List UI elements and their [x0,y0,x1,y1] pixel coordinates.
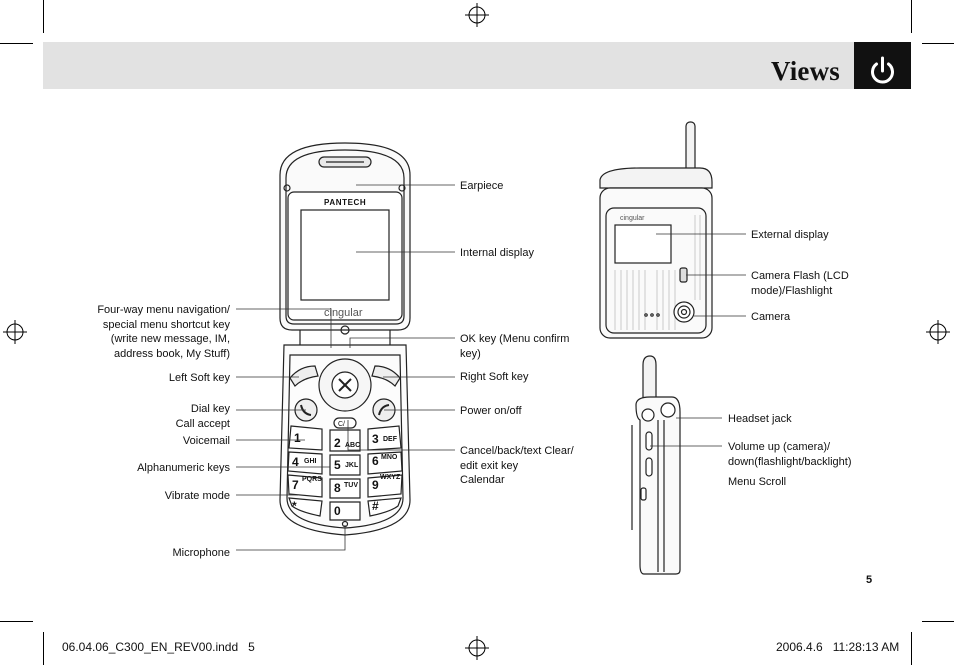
key-5: 5 [334,458,341,472]
open-phone [279,142,411,536]
key-2-letters: ABC [345,442,360,449]
callout-four-way-nav: Four-way menu navigation/ special menu s… [97,304,230,360]
carrier-logo: cingular [324,307,363,319]
key-hash: # [372,499,379,513]
power-icon [871,56,894,84]
key-7: 7 [292,478,299,492]
registration-mark [3,3,950,660]
callout-vibrate: Vibrate mode [164,490,230,502]
key-8-letters: TUV [344,482,358,489]
callout-ok-key: OK key (Menu confirm key) [460,333,570,360]
callout-dial-key: Dial key Call accept [175,403,230,430]
key-9-letters: WXYZ [380,474,401,481]
callout-power: Power on/off [460,405,522,417]
callout-camera: Camera [751,311,791,323]
footer-date: 2006.4.6 11:28:13 AM [776,640,900,654]
crop-mark [43,632,44,665]
keypad-labels: 1 2 ABC 3 DEF 4 GHI 5 JKL 6 MNO 7 PQRS 8… [292,198,401,518]
key-6-letters: MNO [381,454,398,461]
key-9: 9 [372,478,379,492]
crop-mark [911,632,912,665]
callout-volume: Volume up (camera)/ down(flashlight/back… [728,441,852,468]
closed-phone-front [599,121,713,339]
header-bar [43,42,854,89]
callout-voicemail: Voicemail [182,435,230,447]
callout-earpiece: Earpiece [460,180,504,192]
leader-lines [236,184,746,551]
callout-camera-flash: Camera Flash (LCD mode)/Flashlight [751,270,849,297]
callout-cancel: Cancel/back/text Clear/ edit exit key Ca… [460,445,574,486]
crop-mark [0,621,33,622]
key-3: 3 [372,432,379,446]
page-title: Views [771,56,840,86]
key-0: 0 [334,504,341,518]
callout-left-soft-key: Left Soft key [168,372,230,384]
closed-phone-side [631,355,681,575]
callout-internal-display: Internal display [460,247,534,259]
key-star: * [292,499,297,513]
key-3-letters: DEF [383,436,398,443]
key-4: 4 [292,455,299,469]
key-6: 6 [372,454,379,468]
callout-menu-scroll: Menu Scroll [728,476,787,488]
key-4-letters: GHI [304,458,317,465]
callout-microphone: Microphone [172,547,230,559]
callout-headset-jack: Headset jack [728,413,792,425]
key-1: 1 [294,431,301,445]
key-5-letters: JKL [345,462,359,469]
crop-mark [922,43,954,44]
callout-external-display: External display [751,229,829,241]
key-2: 2 [334,436,341,450]
section-tab [854,42,911,89]
crop-mark [0,43,33,44]
carrier-logo-small: cingular [620,215,645,222]
key-8: 8 [334,481,341,495]
callout-right-soft-key: Right Soft key [460,371,529,383]
callout-alphanumeric: Alphanumeric keys [137,462,230,474]
crop-mark [43,0,44,33]
footer-file: 06.04.06_C300_EN_REV00.indd 5 [62,640,255,654]
crop-mark [922,621,954,622]
crop-mark [911,0,912,33]
brand-logo: PANTECH [324,198,366,207]
clear-key-label: C/ [338,421,345,428]
key-7-letters: PQRS [302,476,322,483]
page-number: 5 [866,574,873,586]
